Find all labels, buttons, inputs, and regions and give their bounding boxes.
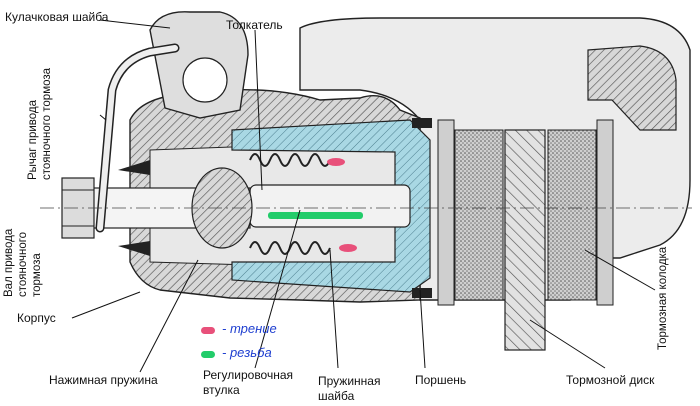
label-spring-washer-line2: шайба bbox=[318, 389, 355, 403]
brake-pad-inner bbox=[454, 129, 504, 301]
seal-top bbox=[118, 160, 150, 175]
legend-swatch-friction bbox=[201, 327, 215, 334]
friction-spot-mid bbox=[339, 244, 357, 252]
friction-spot-top bbox=[327, 158, 345, 166]
brake-pad-outer-plate bbox=[596, 119, 614, 306]
cam-hole bbox=[182, 57, 228, 103]
label-lever-line2: стояночного тормоза bbox=[41, 67, 53, 180]
leader-lines bbox=[71, 19, 656, 373]
label-adj-sleeve-line1: Регулировочная bbox=[203, 368, 294, 382]
label-cam-washer: Кулачковая шайба bbox=[5, 10, 109, 24]
brake-disc bbox=[504, 129, 546, 351]
legend-text-thread: - резьба bbox=[222, 345, 272, 360]
seal-bottom bbox=[118, 241, 150, 256]
brake-pad-inner-plate bbox=[437, 119, 455, 306]
thread-indicator bbox=[268, 212, 363, 219]
label-adj-sleeve-line2: втулка bbox=[203, 383, 240, 397]
piston bbox=[231, 119, 431, 293]
label-shaft-line1: Вал привода bbox=[3, 228, 15, 297]
legend-swatch-thread bbox=[201, 351, 215, 358]
label-shaft-line3: тормоза bbox=[31, 253, 43, 297]
label-shaft-line2: стояночного bbox=[17, 231, 29, 297]
brake-pad-outer bbox=[547, 129, 597, 301]
pusher-rod bbox=[249, 184, 411, 228]
label-brake-pad: Тормозная колодка bbox=[657, 246, 669, 350]
label-housing: Корпус bbox=[17, 311, 56, 325]
label-brake-disc: Тормозной диск bbox=[566, 373, 655, 387]
label-piston: Поршень bbox=[415, 373, 467, 387]
piston-seal-bottom bbox=[412, 288, 432, 298]
label-lever-line1: Рычаг привода bbox=[27, 100, 39, 180]
label-press-spring: Нажимная пружина bbox=[49, 373, 158, 387]
caliper-jaw-hatched bbox=[587, 45, 677, 131]
legend-text-friction: - трение bbox=[222, 321, 277, 336]
label-pusher: Толкатель bbox=[226, 18, 283, 32]
press-spring-bottom bbox=[249, 241, 331, 255]
label-spring-washer-line1: Пружинная bbox=[318, 374, 381, 388]
piston-seal-top bbox=[412, 118, 432, 128]
press-spring-top bbox=[249, 153, 331, 167]
